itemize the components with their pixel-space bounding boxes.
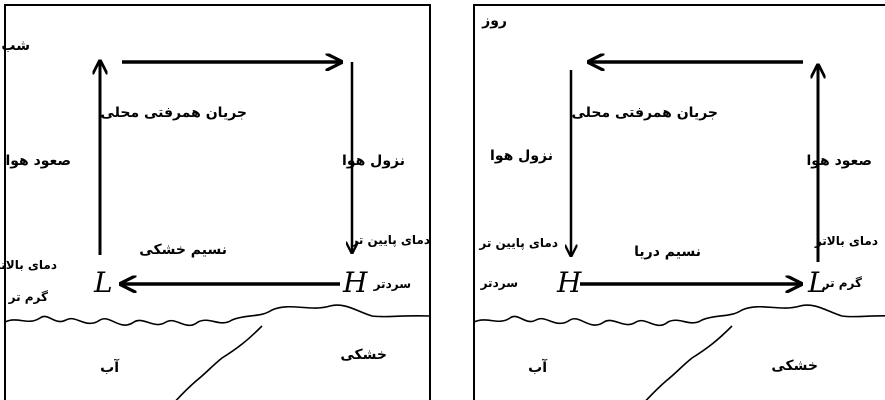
night-low-temp-line2: گرم تر — [8, 290, 48, 305]
night-land-label: خشکی — [340, 347, 387, 363]
night-circulation-label: جریان همرفتی محلی — [101, 105, 248, 121]
night-high-temp-line1: دمای پایین تر — [350, 233, 430, 247]
day-high-temp-line2: سردتر — [480, 276, 518, 290]
day-water-surface — [473, 304, 885, 327]
night-high-symbol: H — [342, 266, 368, 299]
night-sinking-label: نزول هوا — [342, 153, 405, 169]
night-panel: شب جریان همرفتی محلی صعود هوا نزول هوا ن… — [0, 4, 431, 400]
day-circulation-label: جریان همرفتی محلی — [572, 105, 719, 121]
day-panel: روز جریان همرفتی محلی نزول هوا صعود هوا … — [473, 4, 885, 400]
day-sinking-label: نزول هوا — [490, 148, 553, 164]
day-frame — [473, 4, 885, 400]
day-low-symbol: L — [807, 266, 827, 299]
day-high-symbol: H — [556, 266, 582, 299]
day-shore-slope — [645, 325, 733, 400]
day-water-label: آب — [528, 358, 548, 376]
night-title: شب — [1, 38, 30, 54]
day-land-label: خشکی — [771, 358, 818, 374]
day-rising-label: صعود هوا — [806, 153, 872, 169]
day-breeze-label: نسیم دریا — [634, 244, 701, 260]
night-low-temp-line1: دمای بالاتر — [0, 258, 57, 272]
night-water-surface — [4, 304, 431, 327]
night-frame — [4, 4, 431, 400]
day-title: روز — [481, 13, 507, 29]
day-low-temp-line1: دمای بالاتر — [814, 234, 878, 248]
night-rising-label: صعود هوا — [5, 153, 71, 169]
night-high-temp-line2: سردتر — [373, 277, 411, 291]
night-breeze-label: نسیم خشکی — [139, 242, 227, 258]
day-low-temp-line2: گرم تر — [822, 276, 862, 291]
day-high-temp-line1: دمای پایین تر — [478, 236, 558, 250]
night-water-label: آب — [100, 358, 120, 376]
night-low-symbol: L — [93, 266, 113, 299]
night-shore-slope — [175, 325, 263, 400]
